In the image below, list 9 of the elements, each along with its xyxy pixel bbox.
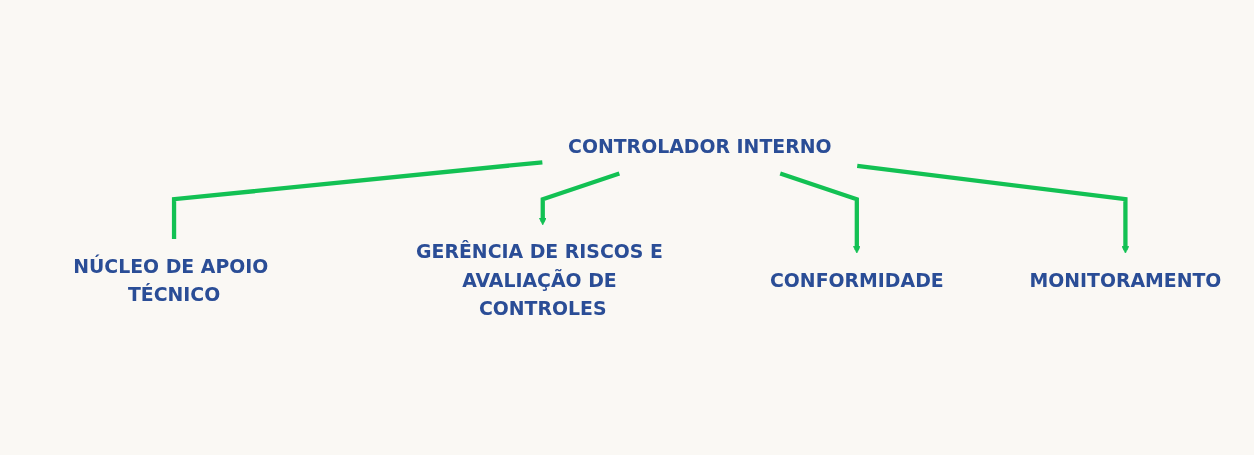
arrow (856, 163, 1130, 254)
node-text: GERÊNCIA DE RISCOS E AVALIAÇÃO DE CONTROLES (416, 241, 663, 320)
arrow (539, 171, 621, 226)
node-text: CONFORMIDADE (769, 269, 944, 291)
node-text: NÚCLEO DE APOIO TÉCNICO (73, 255, 269, 306)
node-text: CONTROLADOR INTERNO (568, 135, 832, 158)
node-text: MONITORAMENTO (1029, 269, 1222, 291)
arrow (779, 171, 861, 254)
connector (171, 160, 543, 240)
